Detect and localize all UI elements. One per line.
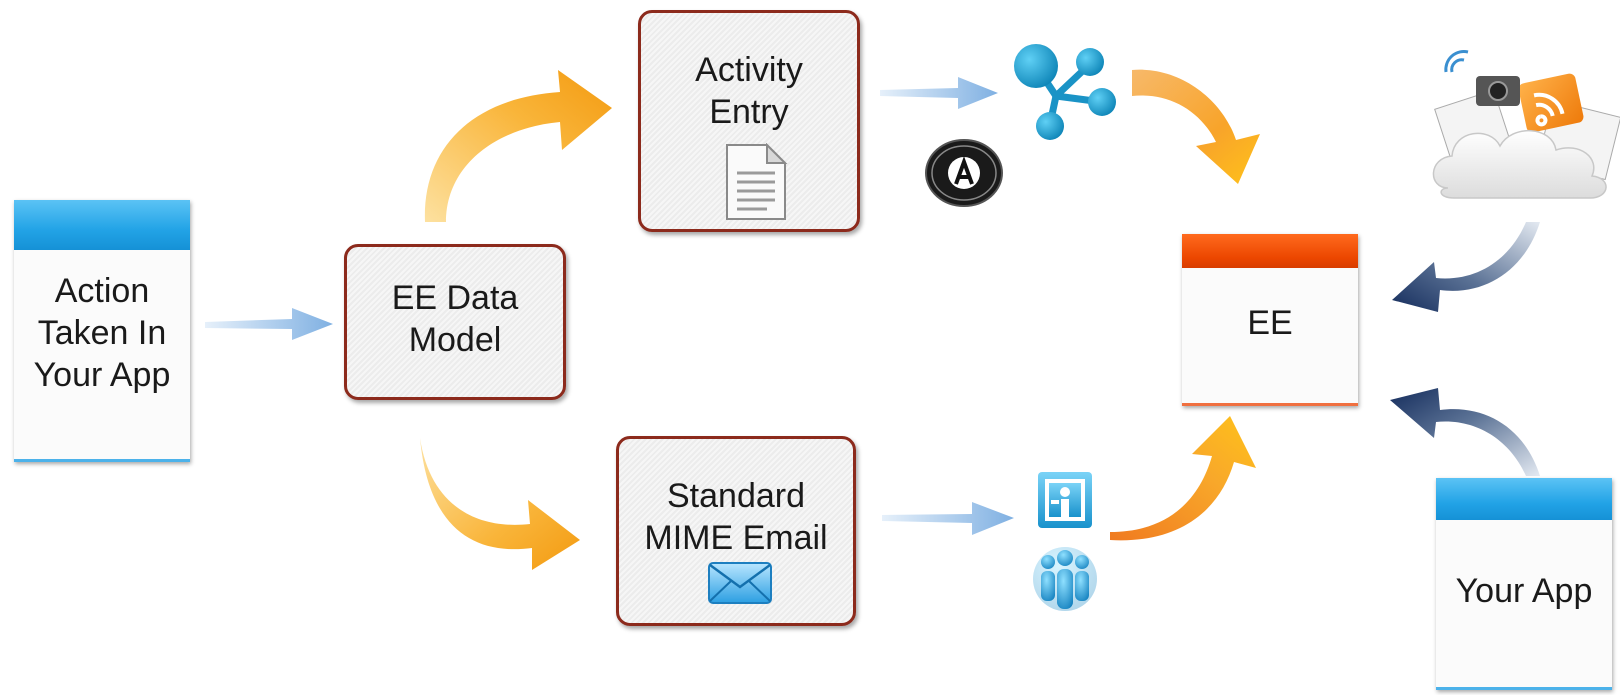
arrow-datamodel-to-activity (424, 70, 612, 222)
arrow-yourapp-to-ee (1390, 388, 1540, 476)
label-line: Taken In (37, 314, 167, 352)
your-app-label: Your App (1455, 572, 1593, 610)
window-title-bar (1436, 478, 1612, 520)
action-taken-label: Action Taken In Your App (14, 270, 190, 396)
label-line: Your App (33, 356, 171, 394)
label-line: Entry (709, 93, 789, 131)
label-line: Action (54, 272, 150, 310)
standard-mime-email-box: Standard MIME Email (616, 436, 856, 626)
people-group-icon (1033, 547, 1097, 611)
activity-entry-label: Activity Entry (641, 49, 857, 133)
your-app-window: Your App (1436, 478, 1612, 690)
ee-data-model-box: EE Data Model (344, 244, 566, 400)
standard-mime-email-label: Standard MIME Email (619, 475, 853, 559)
window-bottom-border (1182, 403, 1358, 406)
arrow-share-to-ee (1132, 69, 1260, 184)
label-line: EE Data (391, 279, 519, 317)
cloud-feeds-icon (1432, 50, 1620, 199)
label-line: MIME Email (644, 519, 828, 557)
window-title-bar (14, 200, 190, 250)
label-line: Activity (695, 51, 803, 89)
window-title-bar (1182, 234, 1358, 268)
share-network-icon (1014, 44, 1116, 140)
activity-streams-badge-icon (925, 139, 1003, 207)
window-bottom-border (1436, 687, 1612, 690)
ee-data-model-label: EE Data Model (347, 277, 563, 361)
arrow-activity-to-share (880, 77, 998, 109)
arrow-datamodel-to-email (420, 438, 580, 570)
label-line: Standard (667, 477, 805, 515)
label-line: Model (408, 321, 502, 359)
action-taken-window: Action Taken In Your App (14, 200, 190, 462)
window-bottom-border (14, 459, 190, 462)
document-icon (726, 143, 788, 220)
arrow-email-to-profile (882, 502, 1014, 535)
ee-label: EE (1247, 304, 1293, 342)
arrow-connections-to-ee (1110, 416, 1256, 541)
activity-entry-box: Activity Entry (638, 10, 860, 232)
profile-icon (1038, 472, 1092, 528)
arrow-app-to-datamodel (205, 308, 333, 340)
ee-window: EE (1182, 234, 1358, 406)
arrow-cloud-to-ee (1392, 222, 1540, 312)
envelope-icon (708, 562, 772, 604)
